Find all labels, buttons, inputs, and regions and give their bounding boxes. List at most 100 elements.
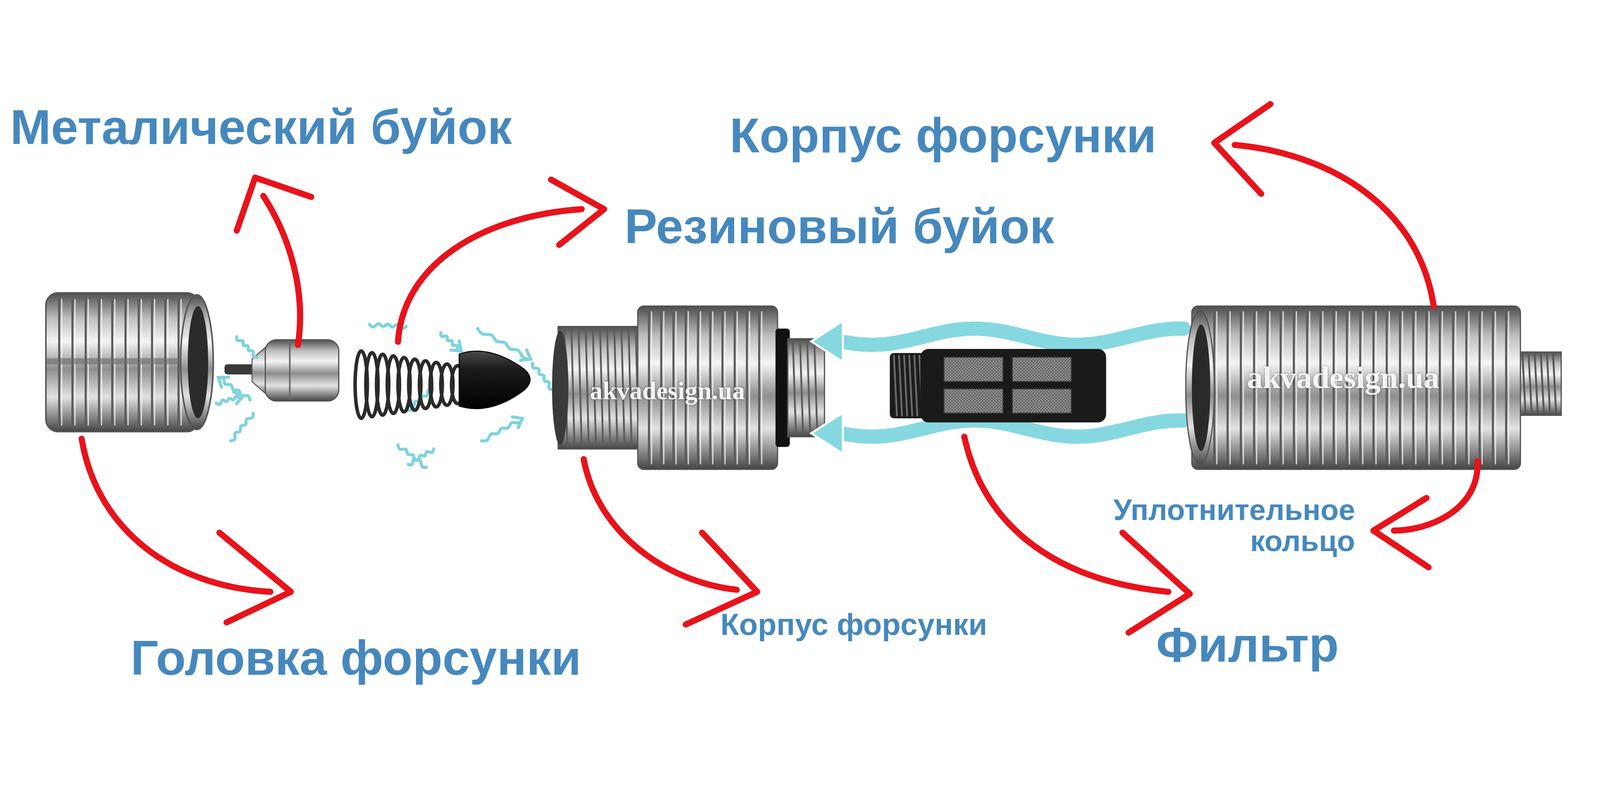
rubber-float [459,350,531,409]
long-body-opening [1192,324,1211,452]
knurl-groove [758,311,761,465]
red-leader [583,459,737,590]
spring [354,350,464,419]
flow-band-outline [840,328,1184,345]
filter [889,348,1106,423]
flow-band-outline [840,420,1184,437]
head-opening [187,306,209,419]
flow-squiggle-head [451,340,462,351]
part-label: Корпус форсунки [729,110,1157,162]
flow-squiggle-head [520,349,531,361]
knurl-groove [1491,311,1494,465]
thread-line [814,340,818,435]
head-opening-rim [180,294,214,430]
thread-line [1528,354,1532,414]
part-label: Уплотнительное кольцо [1050,494,1355,557]
red-arrowhead [236,177,312,231]
red-arrowhead [551,179,605,245]
nozzle-body-long [1185,306,1562,470]
knurl-highlight [748,311,751,465]
long-body-thread [1518,352,1561,416]
metal-float [224,339,339,402]
knurl-highlight [761,311,763,465]
flow-squiggle [236,336,257,357]
thread-line [1552,354,1557,414]
flow-squiggle [440,332,462,352]
thread-line [585,328,590,448]
part-label: Фильтр [1156,619,1339,671]
thread-line [578,328,582,448]
thread-line [914,354,918,417]
knurl-groove [1452,311,1455,465]
filter-mesh [1012,357,1072,382]
red-leader [1234,144,1434,306]
body-opening [551,330,569,446]
flow-squiggle [532,363,554,391]
part-label: Головка форсунки [130,632,582,684]
thread-line [1540,354,1545,414]
flow-squiggle [481,418,523,442]
knurl-groove [1478,311,1481,465]
head-band [47,358,197,365]
flow-band [840,328,1184,345]
red-arrowhead [1214,104,1271,194]
part-label: Корпус форсунки [720,608,988,641]
knurl-groove [1239,311,1242,465]
watermark: akvadesign.ua [1247,360,1440,395]
red-leader [263,195,300,345]
nozzle-head [45,292,214,432]
flow-squiggle-head [512,416,523,428]
knurl-highlight [1507,311,1510,465]
part-label: Металический буйок [10,101,513,154]
long-body-rim [1185,310,1215,466]
red-leader [81,438,271,592]
watermark: akvadesign.ua [589,377,745,404]
illustration-group [45,104,1562,633]
thread-line [893,354,897,417]
float-edge [289,340,291,400]
thread-line [898,354,903,417]
flow-arrowhead [811,321,843,362]
red-leader [1393,461,1478,531]
thread-line [909,354,913,417]
nozzle-body [551,306,825,470]
flow-arrowhead [811,412,843,454]
knurl-highlight [1242,311,1244,465]
thread-line [792,340,797,435]
thread-line [1522,354,1526,414]
long-body-knurl [1192,306,1521,470]
knurl-highlight [1441,311,1443,465]
knurl-highlight [1481,311,1483,465]
red-arrowhead [1122,532,1191,633]
part-label: Резиновый буйок [624,200,1055,253]
flow-squiggle-head [218,377,229,388]
float-body [265,339,339,402]
knurl-highlight [1494,311,1496,465]
body-thread-right [787,338,825,437]
flow-squiggle-head [233,392,243,404]
filter-mesh [1012,388,1072,414]
flow-squiggle [230,413,254,441]
knurl-highlight [1216,311,1218,465]
head-body [45,292,200,432]
knurl-highlight [1468,311,1470,465]
filter-mesh [943,357,1003,382]
knurl-highlight [1229,311,1231,465]
thread-line [800,340,804,435]
filter-body [920,348,1107,423]
knurl-highlight [1454,311,1457,465]
thread-line [1534,354,1538,414]
knurl-groove [745,311,748,465]
thread-line [904,354,908,417]
filter-mesh [943,388,1003,414]
filter-thread [889,352,925,419]
thread-line [807,340,811,435]
flow-squiggle [407,449,434,466]
red-leader [398,209,582,343]
knurl-groove [1465,311,1468,465]
flow-band [840,420,1184,437]
knurl-groove [1505,311,1508,465]
knurl-groove [1226,311,1229,465]
thread-line [1546,354,1551,414]
